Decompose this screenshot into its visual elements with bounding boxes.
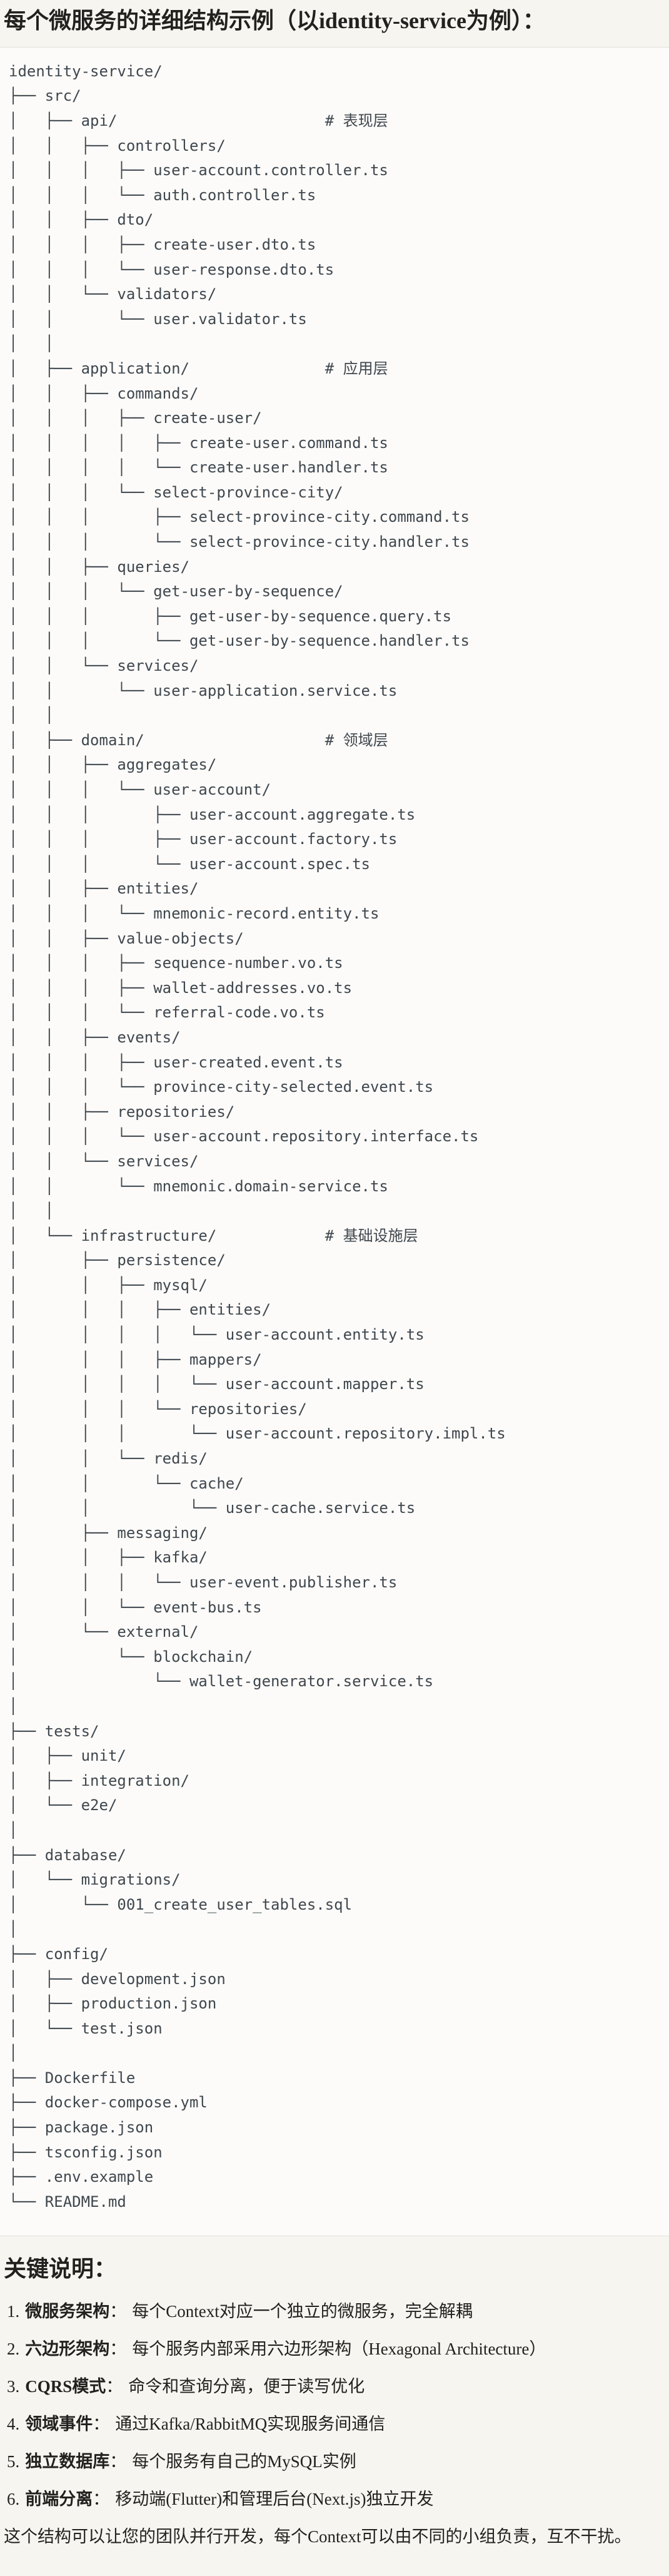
note-item: 3. CQRS模式： 命令和查询分离，便于读写优化: [7, 2375, 664, 2398]
note-item-description: 移动端(Flutter)和管理后台(Next.js)独立开发: [115, 2490, 434, 2509]
note-item-number: 5.: [7, 2452, 20, 2472]
note-item-separator: ：: [109, 2452, 127, 2472]
note-item-number: 1.: [7, 2302, 20, 2321]
note-item-number: 4.: [7, 2415, 20, 2434]
note-item-number: 3.: [7, 2377, 20, 2396]
notes-heading: 关键说明：: [4, 2256, 117, 2282]
note-item-term: CQRS模式: [25, 2377, 106, 2396]
note-item-description: 每个Context对应一个独立的微服务，完全解耦: [132, 2302, 473, 2321]
note-item-description: 每个服务内部采用六边形架构（Hexagonal Architecture）: [132, 2339, 546, 2359]
note-item: 6. 前端分离： 移动端(Flutter)和管理后台(Next.js)独立开发: [7, 2488, 664, 2510]
note-item-separator: ：: [109, 2339, 127, 2359]
note-item-term: 微服务架构: [25, 2302, 110, 2321]
note-item: 1. 微服务架构： 每个Context对应一个独立的微服务，完全解耦: [7, 2300, 664, 2323]
page-title: 每个微服务的详细结构示例（以identity-service为例）：: [4, 8, 545, 33]
note-item-separator: ：: [93, 2490, 110, 2509]
note-item-number: 6.: [7, 2490, 20, 2509]
note-item-separator: ：: [93, 2415, 110, 2434]
note-item-separator: ：: [109, 2302, 127, 2321]
note-item: 4. 领域事件： 通过Kafka/RabbitMQ实现服务间通信: [7, 2413, 664, 2435]
directory-tree: identity-service/ ├── src/ │ ├── api/ # …: [9, 62, 506, 2211]
note-item-term: 领域事件: [25, 2415, 93, 2434]
directory-tree-code-block: identity-service/ ├── src/ │ ├── api/ # …: [0, 46, 669, 2237]
note-item-description: 命令和查询分离，便于读写优化: [128, 2377, 365, 2396]
note-item-term: 六边形架构: [25, 2339, 110, 2359]
note-item-term: 前端分离: [25, 2490, 93, 2509]
title-block: 每个微服务的详细结构示例（以identity-service为例）：: [0, 0, 669, 47]
note-item-description: 通过Kafka/RabbitMQ实现服务间通信: [115, 2415, 386, 2434]
note-item: 5.独立数据库：每个服务有自己的MySQL实例: [7, 2450, 664, 2473]
closing-paragraph: 这个结构可以让您的团队并行开发，每个Context可以由不同的小组负责，互不干扰…: [4, 2527, 631, 2547]
note-item-separator: ：: [106, 2377, 123, 2396]
note-item: 2.六边形架构：每个服务内部采用六边形架构（Hexagonal Architec…: [7, 2338, 664, 2360]
note-item-description: 每个服务有自己的MySQL实例: [132, 2452, 356, 2472]
note-item-term: 独立数据库: [25, 2452, 110, 2472]
note-item-number: 2.: [7, 2339, 20, 2359]
